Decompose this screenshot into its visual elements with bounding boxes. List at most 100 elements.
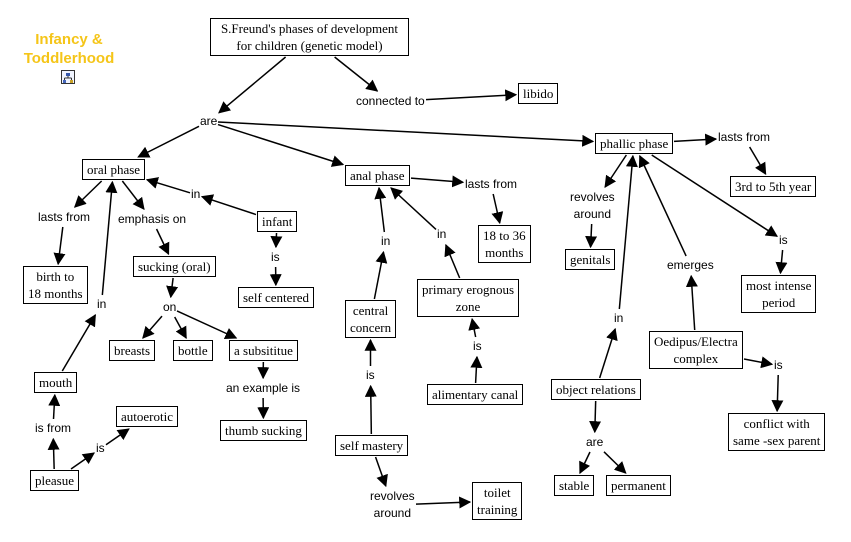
concept-18-to-36-months[interactable]: 18 to 36 months <box>478 225 531 263</box>
map-title: Infancy & Toddlerhood <box>23 31 115 67</box>
connector-erog-to-erog_in <box>444 243 461 279</box>
connector-infant-to-infant_is <box>270 232 283 249</box>
link-in[interactable]: in <box>614 310 624 327</box>
link-emphasis-on[interactable]: emphasis on <box>118 211 187 228</box>
connector-objrel-to-objrel_are <box>589 400 602 434</box>
connector-anal_lasts-to-m1836 <box>491 193 504 225</box>
connector-anal-to-anal_lasts <box>410 175 465 188</box>
hierarchy-icon <box>63 73 73 83</box>
link-are[interactable]: are <box>586 434 604 451</box>
link-is[interactable]: is <box>366 367 375 384</box>
concept-libido[interactable]: libido <box>518 83 559 104</box>
concept-oedipus-electra-complex[interactable]: Oedipus/Electra complex <box>649 331 743 369</box>
concept-central-concern[interactable]: central concern <box>345 300 397 338</box>
link-is[interactable]: is <box>774 357 783 374</box>
concept-anal-phase[interactable]: anal phase <box>345 165 410 186</box>
connector-phallic-to-phallic_lasts <box>673 133 718 146</box>
concept-alimentary-canal[interactable]: alimentary canal <box>427 384 524 405</box>
concept-toilet-training[interactable]: toilet training <box>472 482 523 520</box>
concept-sucking-oral[interactable]: sucking (oral) <box>133 256 216 277</box>
link-revolves-around[interactable]: revolves around <box>370 488 415 522</box>
connector-oral-to-oral_lasts <box>73 180 103 208</box>
connector-erog_in-to-anal <box>390 187 437 230</box>
concept-mouth[interactable]: mouth <box>34 372 78 393</box>
concept-a-substitute[interactable]: a subsititue <box>229 340 298 361</box>
link-is[interactable]: is <box>271 249 280 266</box>
concept-most-intense-period[interactable]: most intense period <box>741 275 817 313</box>
connector-objrel_are-to-stable <box>579 451 591 475</box>
link-is[interactable]: is <box>96 440 105 457</box>
link-lasts-from[interactable]: lasts from <box>465 176 518 193</box>
connector-selfmastery-to-revolves1 <box>374 456 388 488</box>
connector-on-to-substitute <box>176 310 238 339</box>
connector-oedipus-to-oed_is <box>743 356 774 369</box>
concept-3rd-to-5th-year[interactable]: 3rd to 5th year <box>730 176 817 197</box>
link-lasts-from[interactable]: lasts from <box>38 209 91 226</box>
link-emerges[interactable]: emerges <box>667 257 714 274</box>
connector-isfrom-to-mouth <box>48 393 61 420</box>
concept-permanent[interactable]: permanent <box>606 475 671 496</box>
concept-phallic-phase[interactable]: phallic phase <box>595 133 674 154</box>
link-in[interactable]: in <box>437 226 447 243</box>
connector-on-to-breasts <box>142 315 163 339</box>
link-is[interactable]: is <box>473 338 482 355</box>
connector-infant-to-infant_in <box>200 194 257 216</box>
connector-are1-to-oral <box>137 125 200 158</box>
connector-pleasue-to-pleasue_is <box>70 452 95 470</box>
connector-alimentary-to-alim_is <box>470 355 483 384</box>
concept-conflict-with-same-sex-parent[interactable]: conflict with same -sex parent <box>728 413 826 451</box>
link-in[interactable]: in <box>191 186 201 203</box>
concept-self-mastery[interactable]: self mastery <box>335 435 409 456</box>
connector-objrel-to-objrel_in <box>598 327 618 379</box>
concept-pleasue[interactable]: pleasue <box>30 470 79 491</box>
connector-objrel_in-to-phallic <box>618 154 638 310</box>
concept-autoerotic[interactable]: autoerotic <box>116 406 178 427</box>
concept-genitals[interactable]: genitals <box>565 249 616 270</box>
connector-sucking-to-on <box>166 277 179 299</box>
connector-oedipus-to-emerges <box>685 274 698 331</box>
concept-primary-erogenous-zone[interactable]: primary erognous zone <box>417 279 520 317</box>
link-an-example-is[interactable]: an example is <box>226 380 301 397</box>
connector-connected-to-libido <box>425 89 518 102</box>
connector-phallic_lasts-to-y35 <box>748 146 767 176</box>
concept-infant[interactable]: infant <box>257 211 298 232</box>
connector-emerges-to-phallic <box>638 154 687 257</box>
link-is[interactable]: is <box>779 232 788 249</box>
connector-phallic_is-to-intense <box>775 249 788 275</box>
link-are[interactable]: are <box>200 113 218 130</box>
concept-birth-to-18-months[interactable]: birth to 18 months <box>23 266 88 304</box>
connector-pleasue-to-isfrom <box>47 437 60 470</box>
concept-root[interactable]: S.Freund's phases of development for chi… <box>210 18 409 56</box>
connector-root-to-connected <box>334 56 379 92</box>
link-is-from[interactable]: is from <box>35 420 71 437</box>
link-lasts-from[interactable]: lasts from <box>718 129 771 146</box>
connector-on-to-bottle <box>174 316 187 340</box>
concept-object-relations[interactable]: object relations <box>551 379 641 400</box>
link-connected-to[interactable]: connected to <box>356 93 425 110</box>
connector-selfmastery-to-mastery_is <box>364 384 377 435</box>
concept-stable[interactable]: stable <box>554 475 595 496</box>
connector-mouth_in-to-oral <box>101 180 118 296</box>
connector-phallic-to-phallic_is <box>651 154 779 237</box>
concept-thumb-sucking[interactable]: thumb sucking <box>220 420 307 441</box>
connector-emphasis-to-sucking <box>155 228 170 256</box>
concept-breasts[interactable]: breasts <box>109 340 156 361</box>
connector-mouth-to-mouth_in <box>61 313 96 372</box>
concept-self-centered[interactable]: self centered <box>238 287 315 308</box>
link-in[interactable]: in <box>97 296 107 313</box>
connector-pleasue_is-to-autoerotic <box>105 428 130 446</box>
connector-revolves2-to-genitals <box>585 223 598 249</box>
concept-map-icon[interactable] <box>61 70 75 84</box>
connector-objrel_are-to-permanent <box>603 451 627 474</box>
link-revolves-around[interactable]: revolves around <box>570 189 615 223</box>
connector-are1-to-anal <box>217 123 345 167</box>
concept-oral-phase[interactable]: oral phase <box>82 159 146 180</box>
connector-infant_in-to-oral <box>145 177 191 194</box>
link-in[interactable]: in <box>381 233 391 250</box>
link-on[interactable]: on <box>163 299 177 316</box>
connector-revolves1-to-toilet <box>415 496 472 509</box>
concept-bottle[interactable]: bottle <box>173 340 213 361</box>
connector-phallic-to-revolves2 <box>604 154 627 188</box>
